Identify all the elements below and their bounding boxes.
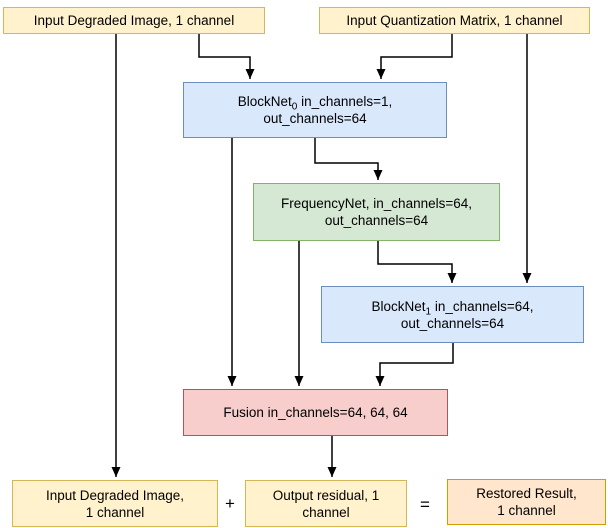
edge-frequencynet-to-blocknet1 xyxy=(377,241,457,283)
edge-degraded-to-blocknet0 xyxy=(198,34,255,79)
node-label: Input Quantization Matrix, 1 channel xyxy=(346,13,563,28)
node-restored-result: Restored Result, 1 channel xyxy=(447,479,606,525)
node-label-line2: 1 channel xyxy=(497,503,556,518)
node-label-line2: channel xyxy=(302,504,350,520)
node-label: Input Degraded Image, 1 channel xyxy=(33,13,235,28)
node-blocknet1: BlockNet1 in_channels=64, out_channels=6… xyxy=(321,286,584,343)
edge-quant-to-blocknet0 xyxy=(376,34,453,79)
node-blocknet0: BlockNet0 in_channels=1, out_channels=64 xyxy=(183,82,447,138)
node-label-line2: out_channels=64 xyxy=(324,213,429,228)
plus-operator: + xyxy=(225,494,235,513)
equals-operator: = xyxy=(420,495,430,514)
edge-blocknet0-to-frequencynet xyxy=(314,138,383,180)
node-input-quantization-matrix: Input Quantization Matrix, 1 channel xyxy=(319,7,590,34)
node-output-residual: Output residual, 1 channel xyxy=(245,480,407,527)
node-label-line2: out_channels=64 xyxy=(263,111,367,126)
node-input-degraded-image-top: Input Degraded Image, 1 channel xyxy=(3,7,265,34)
node-label-line1: Restored Result, xyxy=(476,486,577,501)
node-label-line2: 1 channel xyxy=(85,504,145,520)
node-label-line1: FrequencyNet, in_channels=64, xyxy=(281,196,472,211)
edge-blocknet1-to-fusion xyxy=(375,343,454,386)
node-label-line1: Input Degraded Image, xyxy=(45,487,185,503)
node-input-degraded-image-bottom: Input Degraded Image, 1 channel xyxy=(12,480,218,527)
node-label-line1: Output residual, 1 xyxy=(272,487,380,503)
node-fusion: Fusion in_channels=64, 64, 64 xyxy=(183,389,448,436)
node-frequencynet: FrequencyNet, in_channels=64, out_channe… xyxy=(253,183,500,241)
node-label-line1: BlockNet1 in_channels=64, xyxy=(371,298,534,318)
node-label-line1: BlockNet0 in_channels=1, xyxy=(237,94,393,113)
node-label: Fusion in_channels=64, 64, 64 xyxy=(223,405,408,420)
blocknet1-subscript: 1 xyxy=(425,306,432,318)
node-label-line2: out_channels=64 xyxy=(400,315,505,331)
blocknet0-subscript: 0 xyxy=(291,101,298,113)
